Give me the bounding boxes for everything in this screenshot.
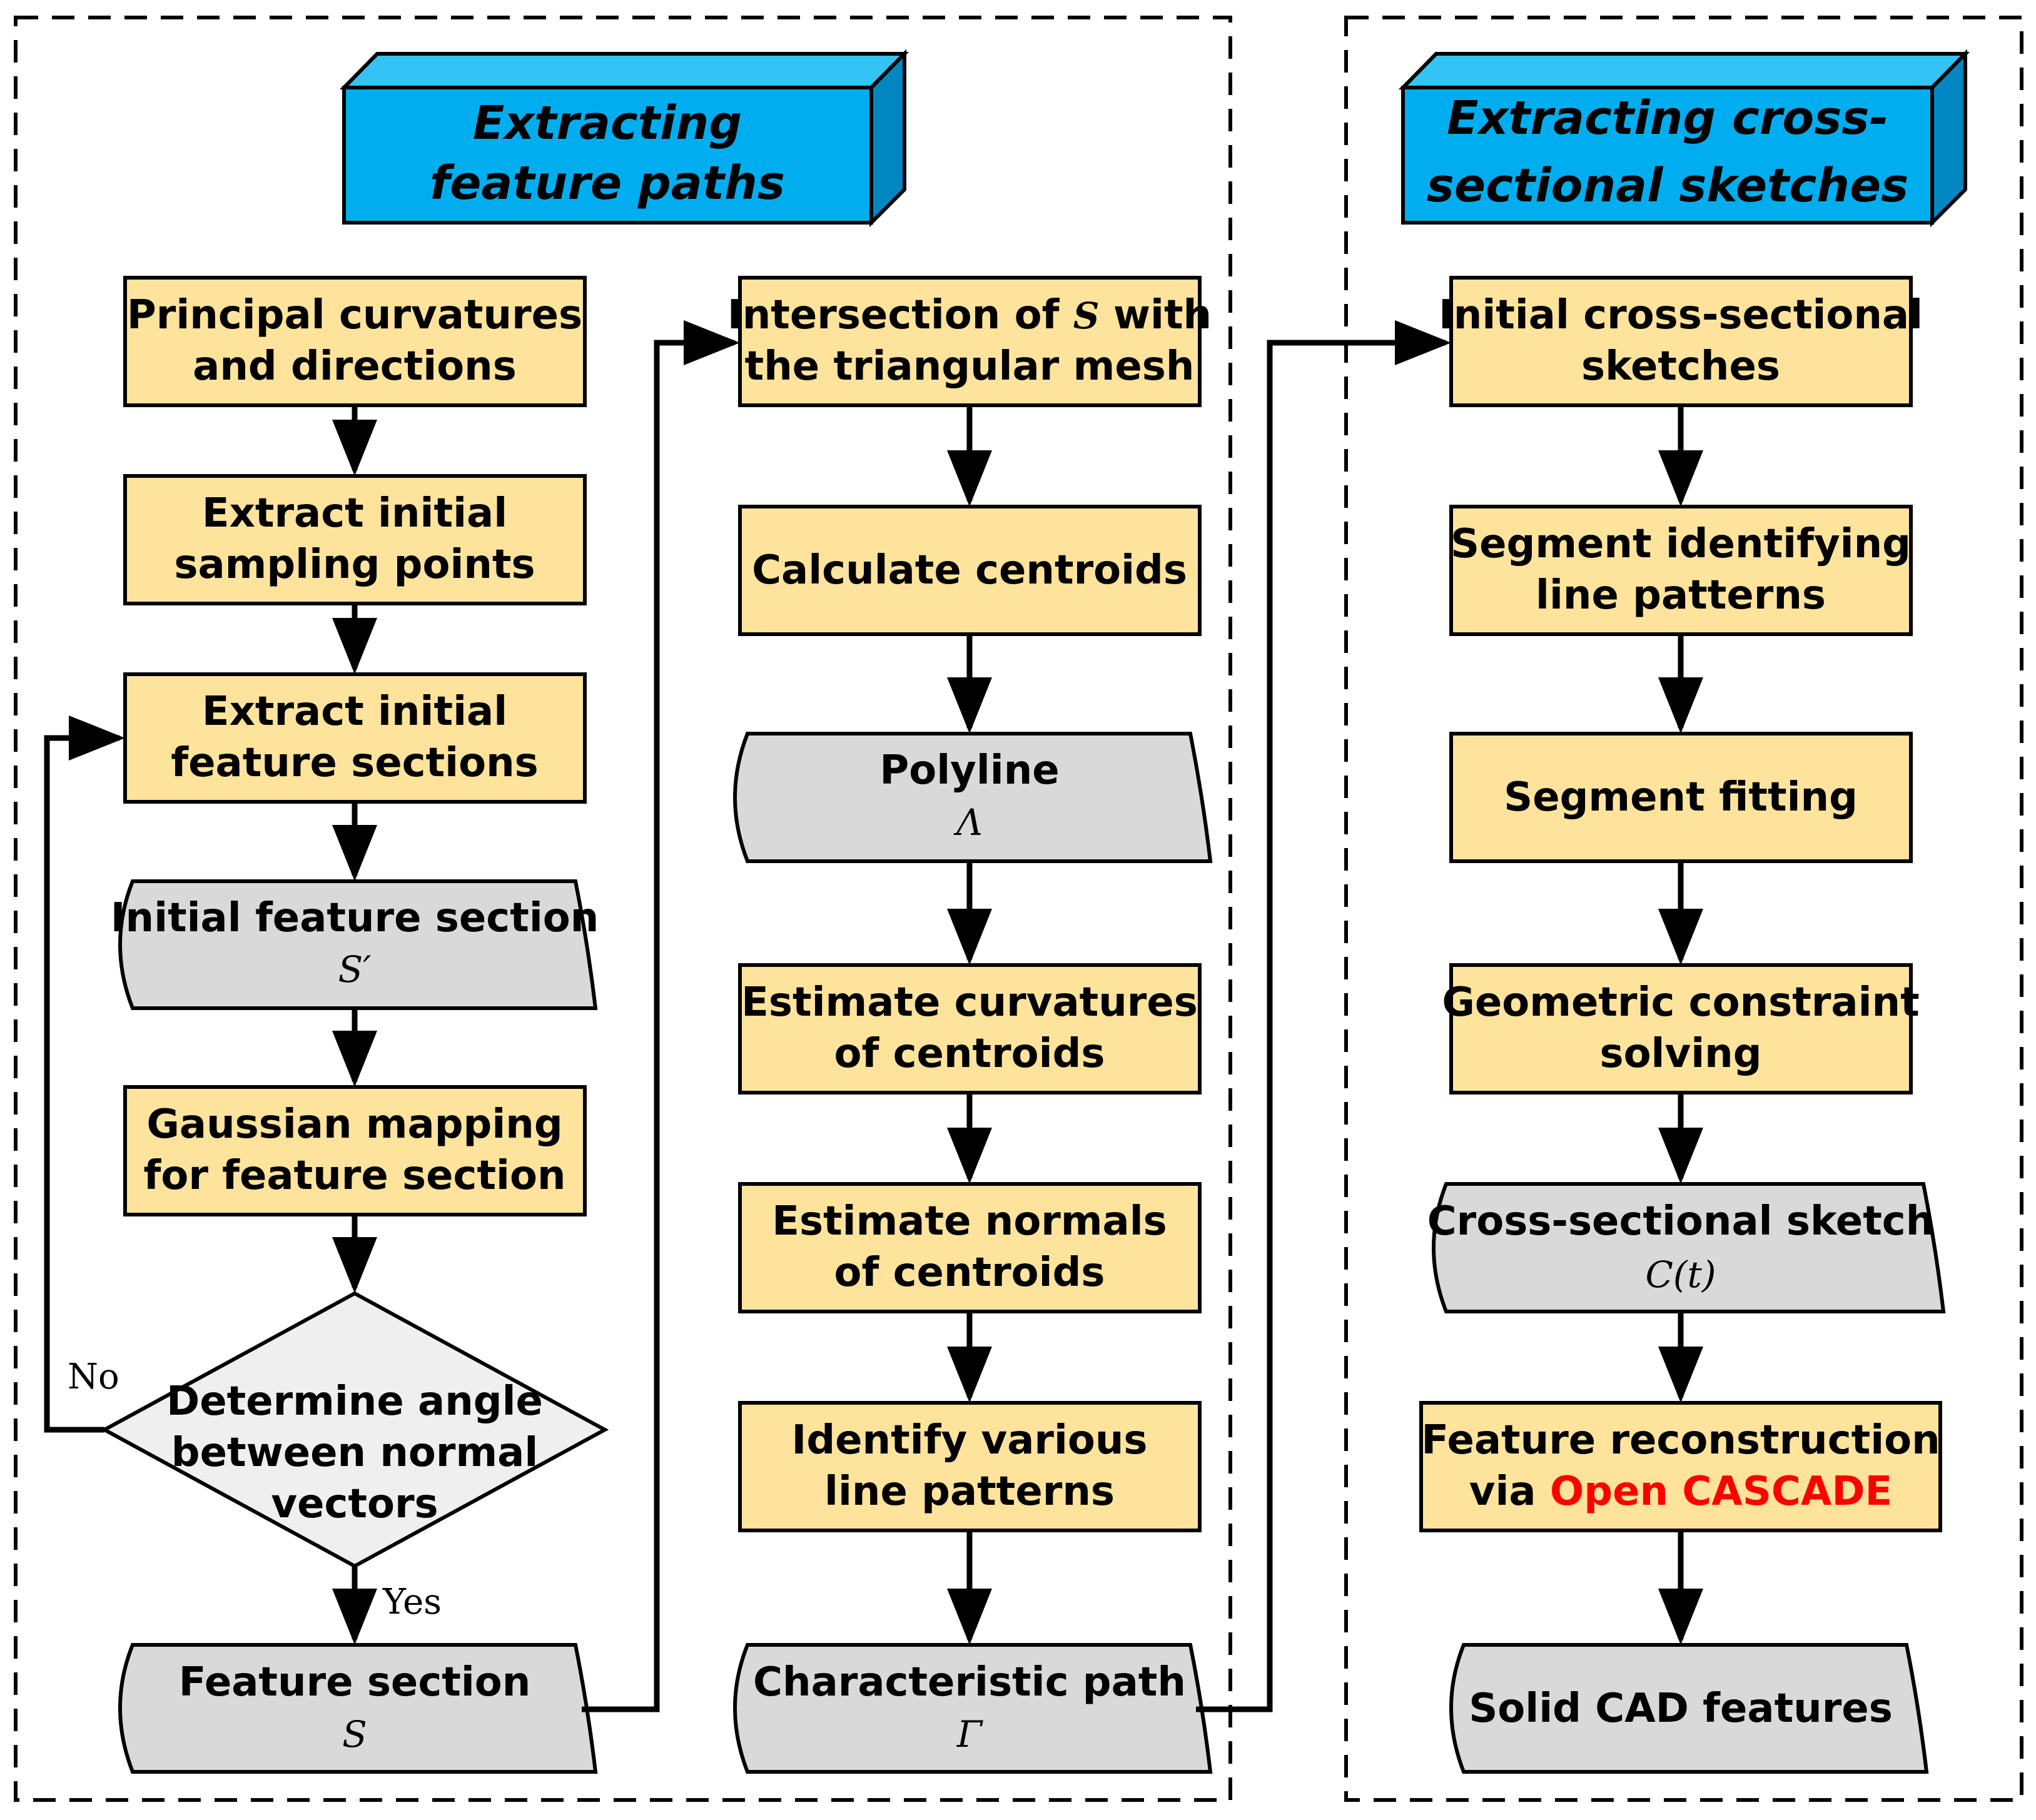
geometric-constraint-line2: solving — [1599, 1031, 1761, 1077]
intersection-box: Intersection of S with the triangular me… — [727, 276, 1212, 407]
estimate-normals-box: Estimate normals of centroids — [738, 1182, 1202, 1313]
initial-feature-section-doc: Initial feature section S′ — [111, 879, 599, 1010]
estimate-curvatures-line1: Estimate curvatures — [741, 979, 1198, 1026]
segment-identifying-box: Segment identifying line patterns — [1449, 505, 1913, 636]
no-label: No — [68, 1357, 119, 1397]
left-header-line2: feature paths — [430, 156, 785, 210]
polyline-doc: Polyline Λ — [733, 732, 1213, 863]
feature-section-doc: Feature section S — [118, 1643, 598, 1774]
right-header-line1: Extracting cross- — [1447, 91, 1888, 145]
extract-sections-line2: feature sections — [171, 740, 538, 786]
initial-feature-section-label: Initial feature section — [111, 895, 599, 941]
segment-fitting-label: Segment fitting — [1504, 774, 1858, 821]
segment-identifying-line2: line patterns — [1536, 572, 1826, 619]
principal-curvatures-line2: and directions — [193, 343, 517, 390]
right-header-line2: sectional sketches — [1427, 159, 1908, 213]
solid-cad-features-label: Solid CAD features — [1469, 1686, 1893, 1732]
estimate-curvatures-line2: of centroids — [834, 1031, 1105, 1077]
principal-curvatures-line1: Principal curvatures — [127, 292, 582, 338]
initial-sketches-box: Initial cross-sectional sketches — [1439, 276, 1923, 407]
gaussian-mapping-line2: for feature section — [144, 1153, 566, 1199]
decision-line3: vectors — [271, 1481, 438, 1527]
extract-sampling-line2: sampling points — [174, 542, 535, 588]
right-panel-header: Extracting cross- sectional sketches — [1398, 49, 1970, 228]
gaussian-mapping-line1: Gaussian mapping — [146, 1101, 562, 1148]
characteristic-path-symbol: Γ — [956, 1713, 983, 1756]
feature-reconstruction-line2: via Open CASCADE — [1469, 1469, 1893, 1515]
extract-sampling-points-box: Extract initial sampling points — [123, 474, 587, 605]
cross-sectional-sketch-label: Cross-sectional sketch — [1427, 1198, 1935, 1245]
geometric-constraint-box: Geometric constraint solving — [1442, 963, 1920, 1095]
initial-sketches-line1: Initial cross-sectional — [1439, 292, 1923, 338]
determine-angle-decision: Determine angle between normal vectors — [100, 1291, 609, 1569]
arrow-decision-no-loop — [44, 715, 125, 1433]
characteristic-path-label: Characteristic path — [753, 1659, 1186, 1706]
identify-line-patterns-box: Identify various line patterns — [738, 1401, 1202, 1532]
polyline-symbol: Λ — [953, 801, 983, 844]
connectors — [44, 320, 1703, 1712]
extract-sampling-line1: Extract initial — [202, 490, 507, 537]
intersection-line1: Intersection of S with — [727, 292, 1212, 338]
left-header-line1: Extracting — [473, 96, 742, 150]
decision-line2: between normal — [171, 1430, 539, 1476]
open-cascade-highlight: Open CASCADE — [1550, 1469, 1892, 1515]
feature-reconstruction-line1: Feature reconstruction — [1421, 1417, 1940, 1464]
arrow-path-to-initial-sketches — [1196, 320, 1451, 1712]
polyline-label: Polyline — [879, 747, 1059, 794]
calculate-centroids-box: Calculate centroids — [738, 505, 1202, 636]
cross-sectional-sketch-doc: Cross-sectional sketch C(t) — [1427, 1182, 1946, 1313]
feature-section-label: Feature section — [179, 1659, 531, 1706]
cross-sectional-sketch-symbol: C(t) — [1646, 1253, 1716, 1296]
initial-feature-section-symbol: S′ — [338, 948, 372, 991]
estimate-curvatures-box: Estimate curvatures of centroids — [738, 963, 1202, 1095]
identify-patterns-line1: Identify various — [792, 1417, 1148, 1464]
feature-reconstruction-box: Feature reconstruction via Open CASCADE — [1419, 1401, 1942, 1532]
initial-sketches-line2: sketches — [1581, 343, 1780, 390]
feature-section-symbol: S — [342, 1713, 367, 1756]
yes-label: Yes — [382, 1582, 442, 1622]
geometric-constraint-line1: Geometric constraint — [1442, 979, 1919, 1026]
calculate-centroids-label: Calculate centroids — [752, 547, 1187, 594]
identify-patterns-line2: line patterns — [824, 1469, 1115, 1515]
decision-line1: Determine angle — [166, 1378, 543, 1425]
left-panel-border — [14, 16, 1232, 1802]
arrow-feature-section-to-intersection — [582, 320, 740, 1712]
gaussian-mapping-box: Gaussian mapping for feature section — [123, 1085, 587, 1216]
extract-sections-line1: Extract initial — [202, 689, 507, 735]
segment-identifying-line1: Segment identifying — [1451, 521, 1911, 567]
solid-cad-features-doc: Solid CAD features — [1449, 1643, 1929, 1774]
segment-fitting-box: Segment fitting — [1449, 732, 1913, 863]
estimate-normals-line2: of centroids — [834, 1250, 1105, 1296]
left-panel-header: Extracting feature paths — [339, 49, 909, 228]
right-panel-border — [1344, 16, 2023, 1802]
estimate-normals-line1: Estimate normals — [772, 1198, 1167, 1245]
intersection-line2: the triangular mesh — [745, 343, 1195, 390]
extract-feature-sections-box: Extract initial feature sections — [123, 672, 587, 804]
characteristic-path-doc: Characteristic path Γ — [733, 1643, 1213, 1774]
principal-curvatures-box: Principal curvatures and directions — [123, 276, 587, 407]
